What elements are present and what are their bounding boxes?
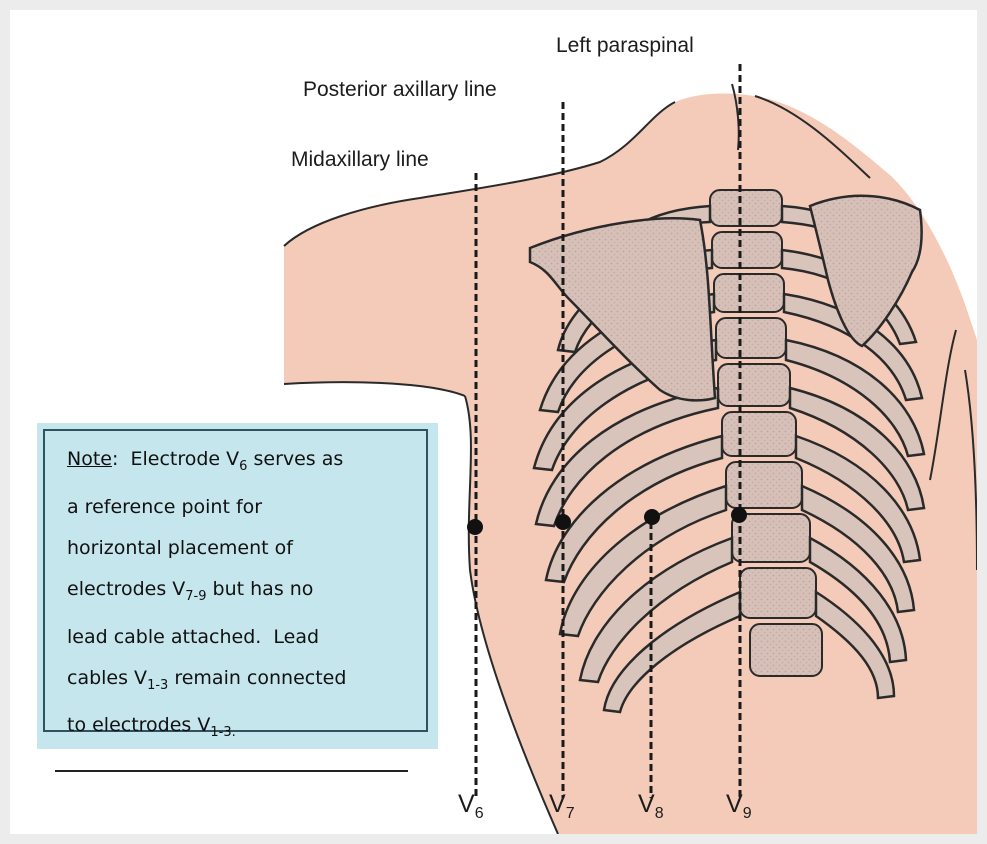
note-text-segment: cables V [67, 667, 147, 689]
note-text-segment: remain connected [168, 667, 346, 689]
note-text-segment: Electrode V [130, 448, 239, 470]
note-text: Note: Electrode V6 serves as a reference… [43, 429, 428, 732]
note-line-3: horizontal placement of [67, 528, 426, 569]
lead-letter: V [638, 790, 655, 818]
note-subscript: 1-3. [210, 725, 235, 740]
electrode-v6 [467, 519, 483, 535]
label-left-paraspinal: Left paraspinal [556, 34, 694, 58]
lead-letter: V [726, 790, 743, 818]
note-subscript: 1-3 [147, 677, 168, 692]
note-subscript: 7-9 [185, 589, 206, 604]
lead-letter: V [458, 790, 475, 818]
lead-label-v8: V8 [638, 790, 664, 823]
lead-subscript: 9 [743, 805, 752, 822]
note-text-segment: but has no [207, 578, 314, 600]
note-text-segment: serves as [247, 448, 343, 470]
lead-label-v6: V6 [458, 790, 484, 823]
note-line-5: lead cable attached. Lead [67, 617, 426, 658]
note-line-1: Note: Electrode V6 serves as [67, 439, 426, 487]
lead-subscript: 6 [475, 805, 484, 822]
note-colon: : [112, 448, 130, 470]
note-text-segment: to electrodes V [67, 714, 210, 736]
divider-line [55, 770, 408, 772]
electrode-v7 [555, 514, 571, 530]
lead-letter: V [549, 790, 566, 818]
note-line-6: cables V1-3 remain connected [67, 658, 426, 706]
lead-subscript: 7 [566, 805, 575, 822]
electrode-v9 [731, 507, 747, 523]
label-midaxillary-line: Midaxillary line [291, 148, 429, 172]
label-posterior-axillary-line: Posterior axillary line [303, 78, 497, 102]
lead-subscript: 8 [655, 805, 664, 822]
note-box: Note: Electrode V6 serves as a reference… [37, 423, 438, 749]
diagram-frame: Left paraspinal Posterior axillary line … [10, 10, 977, 834]
lead-label-v9: V9 [726, 790, 752, 823]
note-line-2: a reference point for [67, 487, 426, 528]
note-heading: Note [67, 448, 112, 470]
electrode-v8 [644, 509, 660, 525]
lead-label-v7: V7 [549, 790, 575, 823]
note-text-segment: electrodes V [67, 578, 185, 600]
note-line-7: to electrodes V1-3. [67, 705, 426, 753]
note-line-4: electrodes V7-9 but has no [67, 569, 426, 617]
